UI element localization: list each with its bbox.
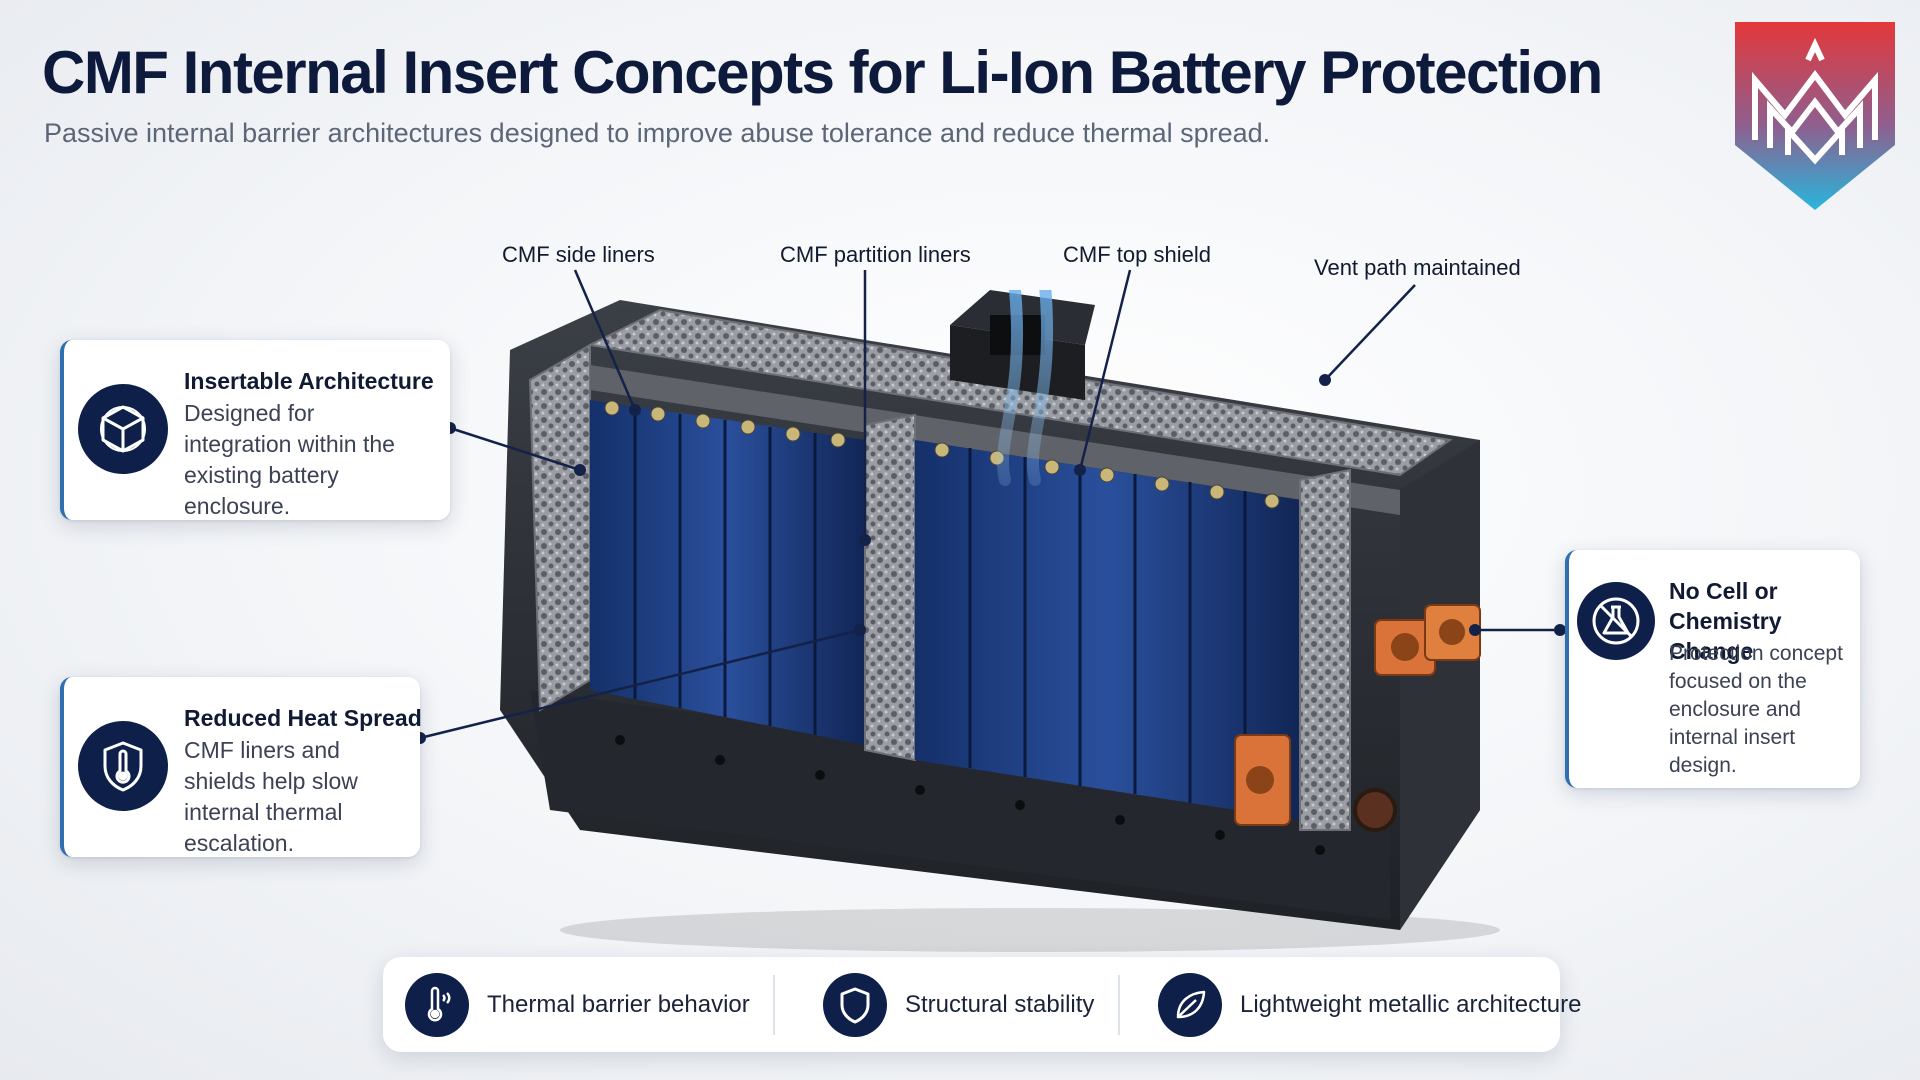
no-flask-icon	[1577, 582, 1655, 660]
page-title: CMF Internal Insert Concepts for Li-Ion …	[42, 39, 1603, 106]
shield-logo-icon	[1735, 22, 1895, 210]
card-body: CMF liners and shields help slow interna…	[184, 737, 358, 856]
card-title: Reduced Heat Spread	[184, 705, 422, 731]
callout-top-shield: CMF top shield	[1063, 242, 1211, 267]
feature-label: Lightweight metallic architecture	[1240, 990, 1582, 1018]
feature-lightweight: Lightweight metallic architecture	[1158, 957, 1582, 1052]
card-reduced-heat-spread: Reduced Heat Spread CMF liners and shiel…	[60, 677, 422, 857]
card-insertable-architecture: Insertable Architecture Designed for int…	[60, 340, 450, 520]
feature-divider	[773, 975, 775, 1035]
callout-vent-path: Vent path maintained	[1314, 255, 1521, 280]
card-no-chemistry-change: No Cell or Chemistry Change Protection c…	[1565, 550, 1860, 788]
feature-label: Thermal barrier behavior	[487, 990, 750, 1018]
callout-side-liners: CMF side liners	[502, 242, 655, 267]
callout-partition-liners: CMF partition liners	[780, 242, 971, 267]
battery-pack-illustration	[500, 290, 1500, 952]
cube-icon	[78, 384, 168, 474]
features-bar: Thermal barrier behavior Structural stab…	[383, 957, 1582, 1052]
feature-thermal-barrier: Thermal barrier behavior	[405, 957, 750, 1052]
feature-label: Structural stability	[905, 990, 1095, 1018]
card-body: Protection concept focused on the enclos…	[1669, 642, 1843, 777]
card-title: Insertable Architecture	[184, 368, 434, 394]
shield-icon	[823, 972, 887, 1037]
thermometer-icon	[405, 972, 469, 1037]
card-title: No Cell or Chemistry Change	[1669, 578, 1782, 664]
leaf-icon	[1158, 972, 1222, 1037]
feature-structural-stability: Structural stability	[823, 957, 1094, 1052]
feature-divider	[1118, 975, 1120, 1035]
shield-thermometer-icon	[78, 721, 168, 811]
card-body: Designed for integration within the exis…	[184, 400, 395, 519]
page-subtitle: Passive internal barrier architectures d…	[44, 118, 1271, 148]
